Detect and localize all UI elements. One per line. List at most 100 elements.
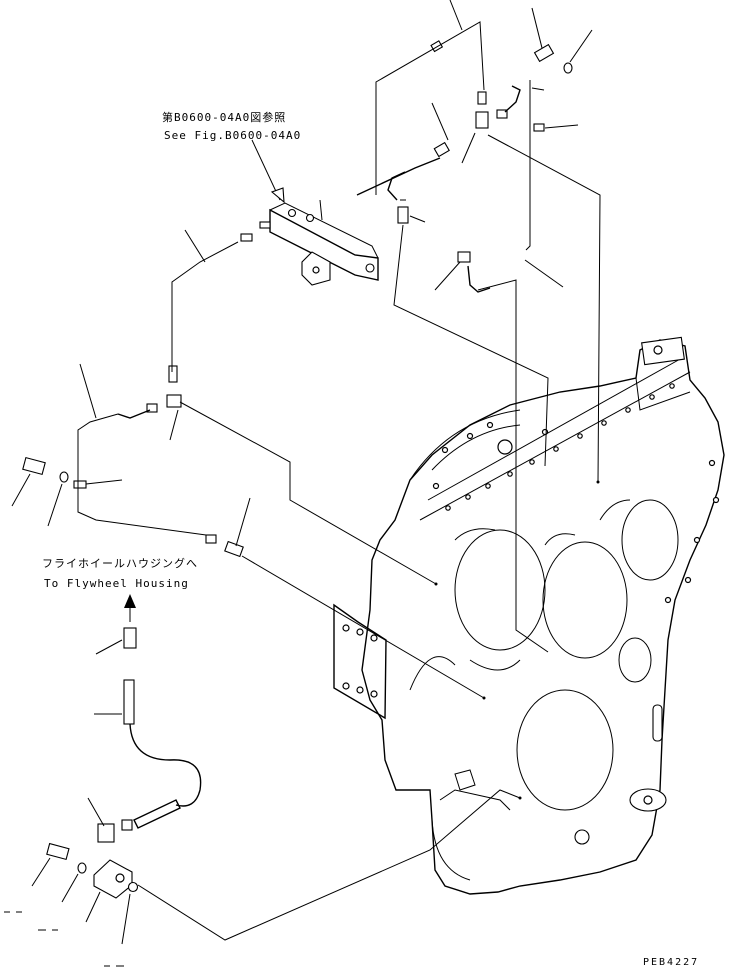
- lower-washer: [77, 862, 87, 874]
- leader-left-pipe: [79, 363, 97, 419]
- manifold-connector: [433, 141, 450, 158]
- leader-route: [524, 259, 564, 288]
- web-line-2: [544, 533, 576, 546]
- route-left-tee-to-housing: [179, 401, 437, 585]
- hose-end-lower: [133, 799, 181, 829]
- route-tee-to-rail: [487, 134, 601, 483]
- bottom-flange: [439, 789, 511, 811]
- left-washer: [59, 471, 69, 483]
- o-ring: [127, 881, 139, 893]
- route-elbow-to-bore: [477, 279, 549, 653]
- plate-hole-5: [356, 686, 364, 694]
- elbow-right-pipe: [467, 265, 491, 293]
- destination-arrowhead: [124, 594, 136, 608]
- flexible-hose: [129, 723, 202, 807]
- route-manifold-up: [319, 199, 323, 221]
- leader-lower-bolt: [31, 857, 51, 887]
- manifold-block: [259, 202, 379, 286]
- housing-bolt-holes: [432, 421, 720, 604]
- side-slot: [652, 704, 663, 742]
- leader-reference: [251, 139, 281, 201]
- leader-upper-right-bolt: [531, 7, 543, 49]
- arch-boss: [497, 439, 513, 455]
- top-boss-hole: [653, 345, 663, 355]
- manifold-fitting-2: [305, 213, 315, 223]
- top-rail-lower-edge: [419, 371, 691, 521]
- leader-upper-right-washer: [569, 29, 593, 63]
- reference-arrowhead: [270, 187, 285, 204]
- fittings: [22, 40, 573, 899]
- route-end-dot-3: [596, 480, 600, 484]
- rail-end-face: [635, 377, 691, 411]
- left-tee-body: [166, 394, 182, 408]
- small-bore: [618, 637, 652, 683]
- tee-elbow-pipe: [504, 85, 521, 113]
- route-end-dot-2: [482, 696, 486, 700]
- plate-hole-1: [342, 624, 350, 632]
- leader-banjo: [85, 891, 101, 923]
- right-upper-bore: [621, 499, 679, 581]
- upper-right-washer: [563, 62, 573, 74]
- leader-lower-washer: [61, 873, 79, 903]
- left-clip: [73, 480, 87, 489]
- route-end-dot-1: [434, 582, 438, 586]
- flywheel-housing: [361, 336, 725, 895]
- plate-hole-4: [342, 682, 350, 690]
- drawing-code: PEB4227: [643, 957, 700, 968]
- reference-label-jp: 第B0600-04A0図参照: [162, 111, 287, 124]
- adapter-middle: [397, 206, 409, 224]
- leader-left-bolt: [11, 473, 31, 507]
- leader-hose-adapter: [95, 639, 123, 655]
- route-lower-to-housing: [137, 789, 521, 941]
- manifold-return-pipe: [387, 171, 406, 201]
- flange-boss-hole: [643, 795, 653, 805]
- route-mid-to-plate: [241, 555, 485, 699]
- plate-hole-6: [370, 690, 378, 698]
- manifold-side-bolt: [240, 233, 253, 242]
- web-line-3: [599, 499, 631, 521]
- hose-adapter-upper: [123, 627, 137, 649]
- mounting-plate: [333, 603, 387, 720]
- manifold-pipe: [356, 157, 441, 196]
- leader-o-ring: [121, 893, 131, 945]
- top-bolt-head: [430, 40, 444, 53]
- web-line-5: [469, 659, 521, 671]
- routing-lines: [77, 21, 601, 941]
- housing-outline: [361, 339, 725, 895]
- tee-fitting-top: [475, 111, 489, 129]
- route-elbow-stub: [531, 87, 545, 91]
- center-bore: [542, 541, 628, 659]
- route-left-loop: [77, 413, 207, 536]
- manifold-bracket-hole: [312, 266, 320, 274]
- left-bore: [454, 529, 546, 651]
- leader-connector: [431, 102, 449, 141]
- destination-label-jp: フライホイールハウジングへ: [42, 557, 198, 570]
- top-boss: [641, 336, 685, 366]
- hose-end-upper: [123, 679, 135, 725]
- left-bolt: [22, 456, 46, 476]
- manifold-port: [365, 263, 375, 273]
- route-left-to-manifold: [171, 241, 239, 372]
- lower-bolt: [46, 842, 70, 861]
- elbow-fitting-lower: [97, 823, 115, 843]
- leader-lines: [4, 0, 593, 967]
- leader-tee: [461, 132, 476, 164]
- lower-bore: [516, 689, 614, 811]
- route-manifold-to-tee: [375, 21, 485, 195]
- tee-fitting-nut: [496, 109, 508, 119]
- rail-bolt-holes: [445, 383, 675, 511]
- route-end-dot-4: [518, 796, 522, 800]
- tee-fitting-bolt: [477, 91, 487, 105]
- clip-top: [533, 123, 545, 132]
- leader-elbow: [434, 261, 461, 291]
- manifold-body: [269, 208, 379, 281]
- web-line-4: [409, 656, 456, 691]
- elbow-right-middle: [457, 251, 471, 263]
- mid-connector-nut: [205, 534, 217, 544]
- route-adapter-to-housing: [393, 224, 549, 467]
- leader-left-clip: [85, 479, 123, 485]
- leader-elbow-lower: [87, 797, 105, 827]
- manifold-inlet: [259, 221, 271, 229]
- leader-manifold-bolt: [184, 229, 206, 263]
